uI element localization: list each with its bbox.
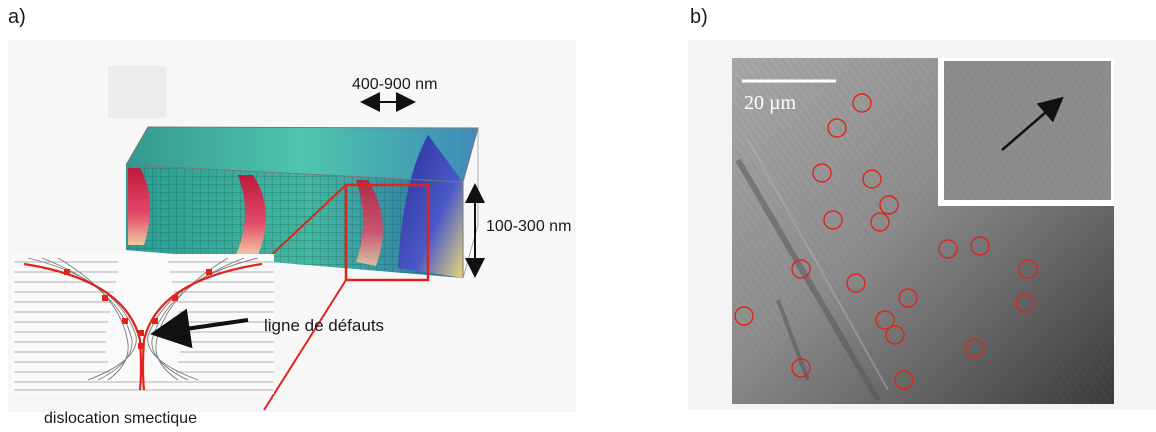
zoom-box <box>344 183 430 282</box>
scale-bar-label: 20 µm <box>744 92 797 114</box>
zoom-line-bottom <box>263 279 347 411</box>
smectic-3d-block <box>125 126 479 279</box>
panel-a-label: a) <box>8 6 26 28</box>
defect-line-label: ligne de défauts <box>264 316 385 335</box>
panel-a-figure: 400-900 nm 100-300 nm ligne de défauts <box>8 40 576 412</box>
zoom-line-top <box>263 184 347 263</box>
defect-circles <box>734 93 1038 390</box>
panel-b-label: b) <box>690 6 708 28</box>
height-annotation: 100-300 nm <box>486 218 572 235</box>
background-square <box>108 66 166 118</box>
panel-b-figure: 20 µm <box>688 40 1156 410</box>
direction-arrow <box>1001 96 1064 151</box>
figure-caption: dislocation smectique <box>44 410 197 427</box>
width-annotation: 400-900 nm <box>352 76 438 93</box>
microscopy-image <box>732 58 1114 404</box>
smectic-diagram <box>12 66 485 411</box>
dislocation-inset <box>12 254 274 394</box>
